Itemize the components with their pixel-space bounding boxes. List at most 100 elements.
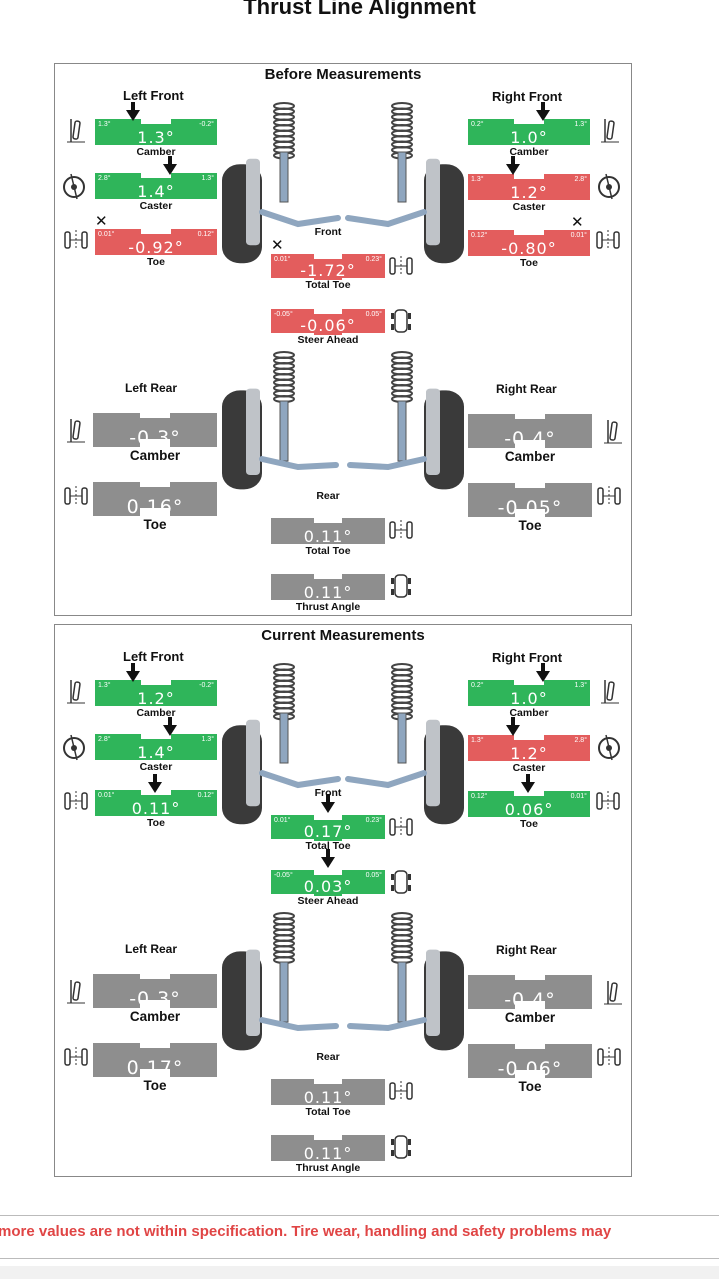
before-lr-camber-value: -0.3° (129, 427, 181, 449)
before-rf-camber-value: 1.0° (510, 128, 548, 147)
current-rf-caster-arrow (506, 717, 520, 736)
before-total-toe-x: ✕ (271, 236, 284, 254)
current-total-toe-front-value: 0.17° (303, 822, 353, 841)
warning-text: more values are not within specification… (0, 1223, 612, 1240)
before-lf-camber-max-limit: -0.2° (199, 121, 214, 128)
before-thrust-angle-label: Thrust Angle (295, 601, 361, 613)
current-lf-camber-value: 1.2° (137, 689, 175, 708)
before-rf-camber-bar-r (543, 119, 590, 145)
current-rr-toe-label: Toe (518, 1079, 542, 1094)
before-rear-label: Rear (316, 490, 340, 502)
before-rr-camber-meter: -0.4° (468, 414, 592, 450)
current-lr-toe-bar-m (140, 1048, 170, 1069)
current-lr-camber-label: Camber (129, 1009, 181, 1024)
current-lf-toe-label: Toe (147, 817, 165, 829)
current-total-toe-rear-bar-l (271, 1079, 315, 1105)
before-rf-camber-bar-l (468, 119, 515, 145)
current-lf-camber-bar-r (170, 680, 217, 706)
before-rf-caster-icon (598, 173, 620, 200)
before-lf-camber-value: 1.3° (137, 128, 175, 147)
before-rf-toe-bar-l (468, 230, 515, 256)
current-lf-camber-max-limit: -0.2° (199, 682, 214, 689)
before-lf-caster-bar-r (170, 173, 217, 199)
before-rr-toe-value: -0.05° (497, 497, 563, 519)
current-rf-camber-min-limit: 0.2° (471, 682, 484, 689)
current-total-toe-rear-value: 0.11° (303, 1088, 353, 1107)
current-steer-ahead-value: 0.03° (303, 877, 353, 896)
current-total-toe-front-bar-m (314, 820, 342, 841)
current-lr-toe-meter: 0.17° (93, 1043, 217, 1079)
current-total-toe-front-label: Total Toe (305, 840, 351, 852)
current-total-toe-front-min-limit: 0.01° (274, 817, 291, 824)
current-lf-caster-value: 1.4° (137, 743, 175, 762)
current-lr-camber-bar-l (93, 974, 141, 1008)
before-total-toe-rear-label: Total Toe (305, 545, 351, 557)
current-rf-caster-icon (598, 734, 620, 761)
current-rr-toe-bar-m (515, 1049, 545, 1070)
current-rf-caster-bar-r (543, 735, 590, 761)
before-lr-toe-bar-r (169, 482, 217, 516)
before-rf-toe-min-limit: 0.12° (471, 232, 488, 239)
current-rf-toe-bar-m (514, 796, 544, 817)
before-total-toe-rear-bar-m (314, 523, 342, 544)
current-rf-camber-bar-m (514, 685, 544, 706)
before-lf-toe-icon (64, 230, 88, 250)
before-front-label: Front (314, 226, 342, 238)
before-thrust-angle-bar-m (314, 579, 342, 600)
before-lf-camber-min-limit: 1.3° (98, 121, 111, 128)
before-lf-camber-icon (67, 119, 85, 143)
current-panel-title: Current Measurements (261, 627, 425, 644)
current-rf-caster-label: Caster (512, 762, 546, 774)
before-lf-toe-max-limit: 0.12° (197, 231, 214, 238)
current-rr-camber-label: Camber (504, 1010, 556, 1025)
before-total-toe-front-bar-l (271, 254, 315, 278)
before-thrust-angle-icon (391, 574, 411, 598)
current-rf-toe-label: Toe (520, 818, 538, 830)
current-rr-toe-meter: -0.06° (468, 1044, 592, 1080)
before-total-toe-rear-value: 0.11° (303, 527, 353, 546)
current-rf-caster-max-limit: 2.8° (574, 737, 587, 744)
current-total-toe-rear-bar-m (314, 1084, 342, 1105)
current-lf-toe-bar-m (141, 795, 171, 816)
current-rf-toe-meter: 0.12°0.01°0.06° (468, 791, 590, 819)
before-rf-camber-arrow (536, 102, 550, 121)
before-rr-toe-icon (597, 486, 621, 506)
current-rf-toe-arrow (521, 774, 535, 793)
current-left-front-label: Left Front (123, 649, 184, 664)
before-total-toe-front-label: Total Toe (305, 279, 351, 291)
current-rf-toe-icon (596, 791, 620, 811)
current-steer-ahead-bar-m (314, 875, 342, 896)
current-rf-camber-arrow (536, 663, 550, 682)
before-lr-camber-icon (67, 419, 85, 443)
current-steer-ahead-meter: -0.05°0.05°0.03° (271, 870, 385, 896)
current-lf-toe-value: 0.11° (131, 799, 181, 818)
current-rf-caster-min-limit: 1.3° (471, 737, 484, 744)
current-rf-caster-bar-m (514, 740, 544, 761)
current-rr-camber-value: -0.4° (504, 989, 556, 1011)
before-lf-toe-bar-m (141, 234, 171, 255)
current-rf-camber-bar-l (468, 680, 515, 706)
before-lf-caster-max-limit: 1.3° (201, 175, 214, 182)
before-lf-toe-x: ✕ (95, 212, 108, 230)
before-rf-toe-value: -0.80° (501, 239, 557, 258)
current-lf-caster-bar-r (170, 734, 217, 760)
page-title: Thrust Line Alignment (243, 0, 476, 19)
current-rr-camber-bar-r (544, 975, 592, 1009)
before-rr-camber-icon (604, 420, 622, 444)
before-lf-caster-value: 1.4° (137, 182, 175, 201)
current-rr-toe-value: -0.06° (497, 1058, 563, 1080)
before-lr-camber-bar-m (140, 418, 170, 439)
current-lf-toe-min-limit: 0.01° (98, 792, 115, 799)
current-lr-toe-label: Toe (143, 1078, 167, 1093)
before-lf-caster-arrow (163, 156, 177, 175)
before-total-toe-front-max-limit: 0.23° (365, 256, 382, 263)
before-front-suspension-drawing (222, 102, 464, 264)
before-lr-camber-bar-l (93, 413, 141, 447)
before-rr-toe-bar-r (544, 483, 592, 517)
before-steer-ahead-bar-m (314, 314, 342, 335)
current-lr-toe-value: 0.17° (126, 1057, 184, 1079)
current-lf-toe-icon (64, 791, 88, 811)
before-lr-toe-value: 0.16° (126, 496, 184, 518)
before-total-toe-rear-bar-l (271, 518, 315, 544)
